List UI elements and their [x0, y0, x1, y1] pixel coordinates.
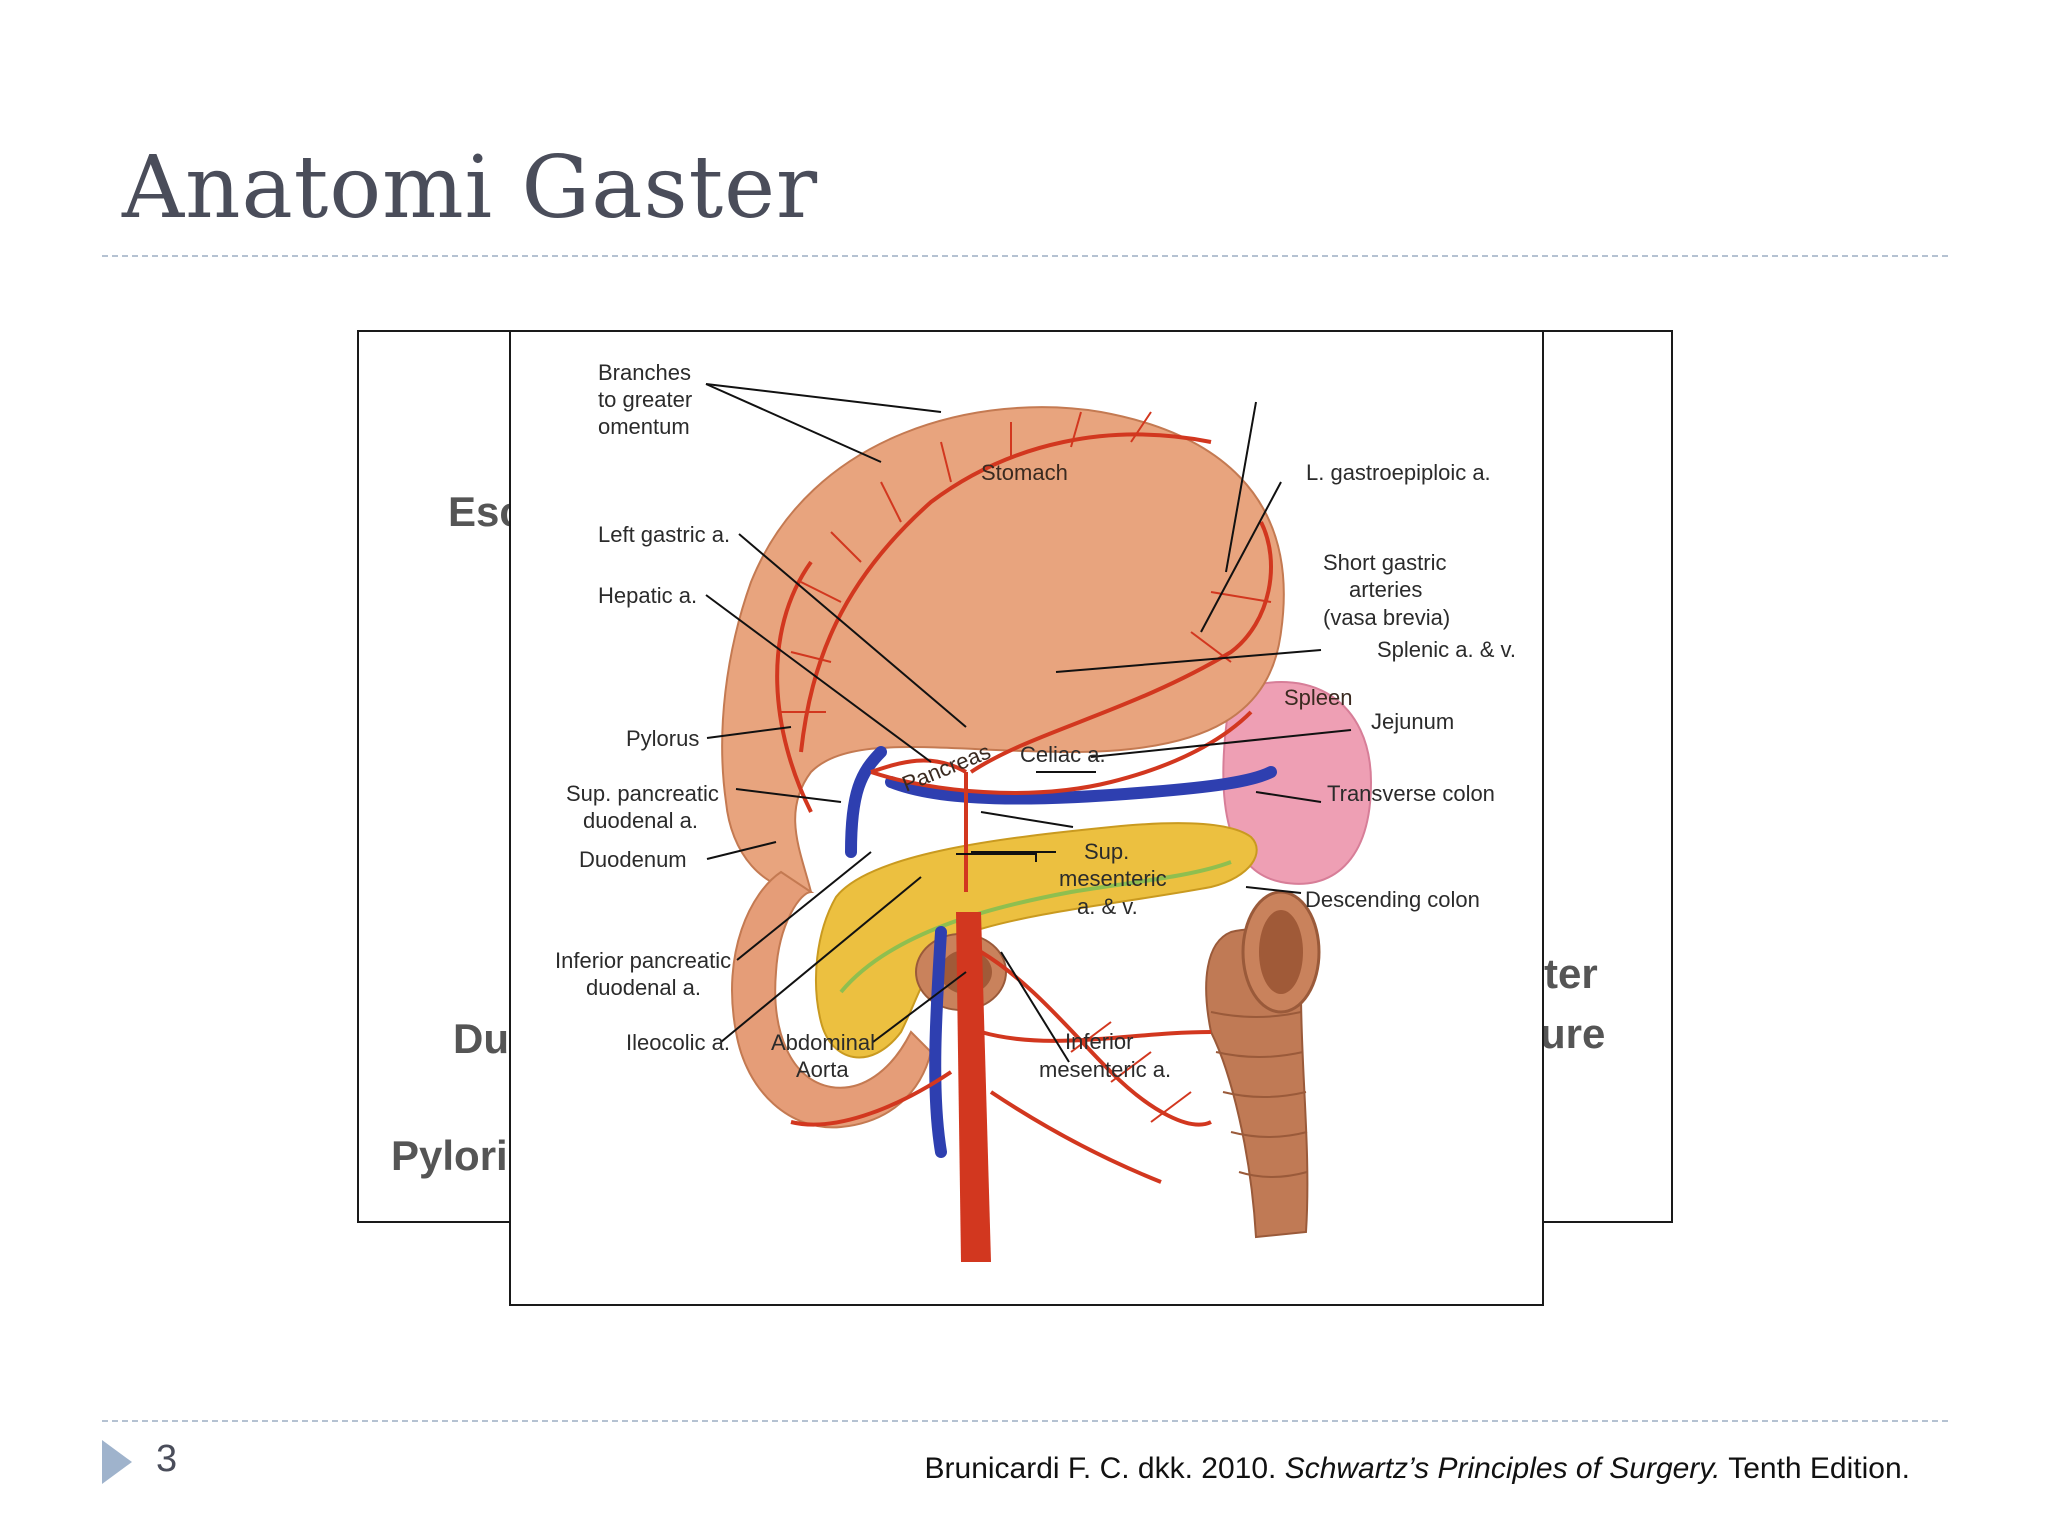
- label-sup-panc-2: duodenal a.: [583, 808, 698, 833]
- label-short-gastric-1: Short gastric: [1323, 550, 1447, 575]
- citation: Brunicardi F. C. dkk. 2010. Schwartz’s P…: [925, 1452, 1910, 1486]
- citation-book-title: Schwartz’s Principles of Surgery.: [1284, 1452, 1721, 1485]
- label-hepatic: Hepatic a.: [598, 583, 697, 608]
- spleen-label: Spleen: [1284, 685, 1353, 710]
- stomach-shape: [721, 406, 1285, 894]
- stomach-anatomy-illustration: Stomach Spleen Pancreas Branches to grea…: [555, 360, 1516, 1262]
- label-short-gastric-2: arteries: [1349, 577, 1422, 602]
- duodenum-shape: [731, 870, 933, 1129]
- back-label-duodenum: Du: [453, 1015, 509, 1062]
- citation-authors: Brunicardi F. C. dkk. 2010.: [924, 1452, 1285, 1485]
- label-left-gastric: Left gastric a.: [598, 522, 730, 547]
- back-label-greater: ter: [1544, 950, 1598, 997]
- slide-title: Anatomi Gaster: [122, 138, 819, 238]
- citation-edition: Tenth Edition.: [1720, 1452, 1910, 1485]
- stomach-label: Stomach: [981, 460, 1068, 485]
- label-ileocolic: Ileocolic a.: [626, 1030, 730, 1055]
- footer-triangle-icon: [102, 1440, 132, 1484]
- label-sup-mes-2: mesenteric: [1059, 866, 1167, 891]
- label-jejunum: Jejunum: [1371, 709, 1454, 734]
- label-splenic: Splenic a. & v.: [1377, 637, 1516, 662]
- label-branches-1: Branches: [598, 360, 691, 385]
- label-branches-3: omentum: [598, 414, 690, 439]
- anatomy-figure: Stomach Spleen Pancreas Branches to grea…: [509, 330, 1544, 1306]
- label-l-gastroepiploic: L. gastroepiploic a.: [1306, 460, 1491, 485]
- footer-divider: [102, 1420, 1948, 1422]
- label-inf-mes-2: mesenteric a.: [1039, 1057, 1171, 1082]
- label-aorta-2: Aorta: [796, 1057, 849, 1082]
- label-short-gastric-3: (vasa brevia): [1323, 605, 1450, 630]
- label-sup-mes-1: Sup.: [1084, 839, 1129, 864]
- title-divider: [102, 255, 1948, 257]
- label-celiac: Celiac a.: [1020, 742, 1106, 767]
- label-transverse-colon: Transverse colon: [1327, 781, 1495, 806]
- label-inf-panc-2: duodenal a.: [586, 975, 701, 1000]
- label-duodenum: Duodenum: [579, 847, 687, 872]
- aorta-shape: [956, 912, 991, 1262]
- label-inf-panc-1: Inferior pancreatic: [555, 948, 731, 973]
- label-aorta-1: Abdominal: [771, 1030, 875, 1055]
- back-label-pyloric: Pyloric: [391, 1132, 532, 1179]
- label-sup-panc-1: Sup. pancreatic: [566, 781, 719, 806]
- label-branches-2: to greater: [598, 387, 692, 412]
- label-inf-mes-1: Inferior: [1065, 1029, 1133, 1054]
- page-number: 3: [156, 1438, 178, 1480]
- label-descending-colon: Descending colon: [1305, 887, 1480, 912]
- back-label-curvature: ure: [1540, 1010, 1606, 1057]
- label-pylorus: Pylorus: [626, 726, 699, 751]
- label-sup-mes-3: a. & v.: [1077, 894, 1138, 919]
